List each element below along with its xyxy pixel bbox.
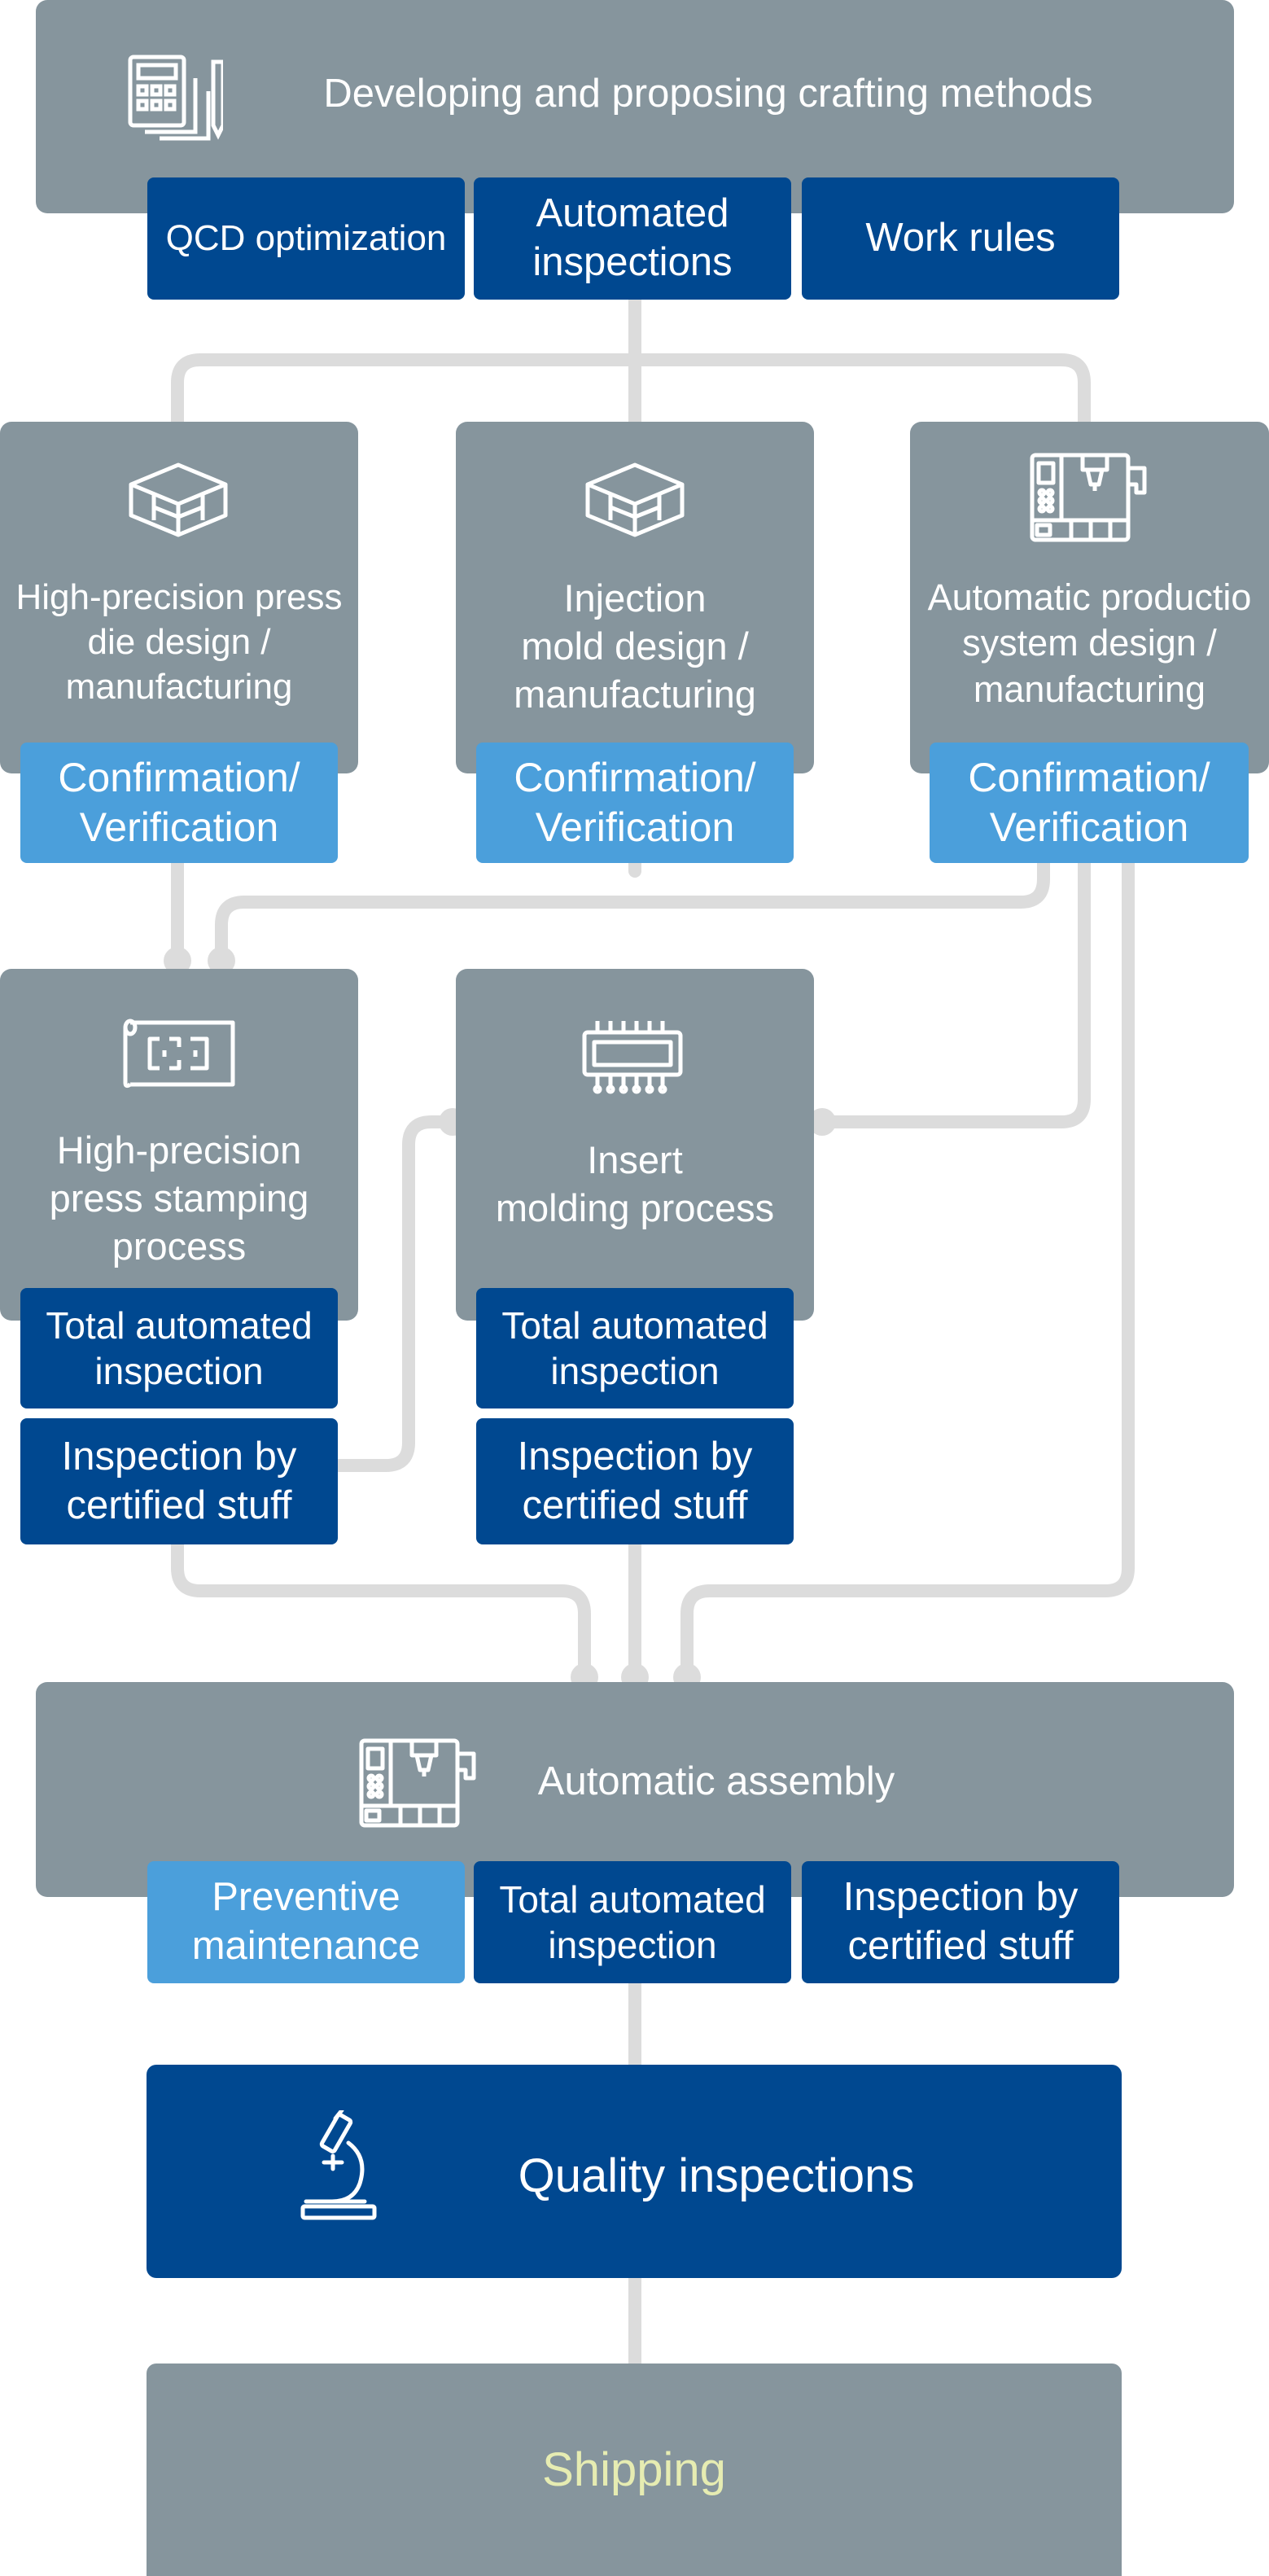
assembly-certified-inspection-tag: Inspection by certified stuff [802, 1861, 1119, 1983]
connector-stamping-to-assembly [171, 1532, 591, 1684]
preventive-maintenance-tag: Preventive maintenance [147, 1861, 465, 1983]
connector-auto-design-to-stamping [215, 852, 1050, 967]
cube-mold-icon [129, 462, 228, 537]
insert-automated-inspection-tag: Total automated inspection [476, 1288, 794, 1408]
stamping-certified-inspection-tag: Inspection by certified stuff [20, 1418, 338, 1544]
connector-top-branches [171, 353, 1091, 430]
press-die-design-panel [0, 422, 358, 773]
chip-icon [582, 1021, 683, 1094]
automatic-assembly-title: Automatic assembly [537, 1759, 895, 1803]
work-rules-tag: Work rules [802, 177, 1119, 300]
auto-production-design-title: Automatic productio system design / manu… [927, 576, 1252, 710]
automated-inspections-tag: Automated inspections [474, 177, 791, 300]
machine-icon [359, 1738, 476, 1828]
junction-dot [208, 947, 235, 975]
shipping-panel [147, 2364, 1122, 2576]
injection-mold-design-panel [456, 422, 814, 773]
connector-stamping-to-insert [319, 1115, 459, 1472]
quality-inspections-panel [147, 2065, 1122, 2278]
crafting-methods-title: Developing and proposing crafting method… [323, 72, 1093, 116]
junction-dot [164, 947, 191, 975]
assembly-automated-inspection-tag: Total automated inspection [474, 1861, 791, 1983]
injection-mold-verification-tag: Confirmation/ Verification [476, 743, 794, 863]
calculator-pencil-icon [128, 55, 223, 141]
qcd-optimization-tag: QCD optimization [147, 177, 465, 300]
insert-certified-inspection-tag: Inspection by certified stuff [476, 1418, 794, 1544]
blueprint-icon [123, 1019, 235, 1089]
stamping-process-panel [0, 969, 358, 1321]
insert-molding-title: Insert molding process [495, 1138, 775, 1229]
connector-auto-to-assembly [680, 852, 1135, 1684]
quality-inspections-title: Quality inspections [518, 2149, 915, 2202]
stamping-process-title: High-precision press stamping process [49, 1128, 309, 1268]
cube-mold-icon [585, 462, 685, 537]
auto-production-verification-tag: Confirmation/ Verification [930, 743, 1249, 863]
press-die-design-title: High-precision press die design / manufa… [15, 577, 343, 707]
machine-icon [1030, 453, 1147, 542]
microscope-icon [300, 2110, 377, 2220]
injection-mold-design-title: Injection mold design / manufacturing [514, 576, 756, 716]
stamping-automated-inspection-tag: Total automated inspection [20, 1288, 338, 1408]
press-die-verification-tag: Confirmation/ Verification [20, 743, 338, 863]
shipping-title: Shipping [542, 2443, 726, 2496]
junction-dot [808, 1108, 836, 1136]
connector-auto-design-to-insert [816, 852, 1091, 1128]
